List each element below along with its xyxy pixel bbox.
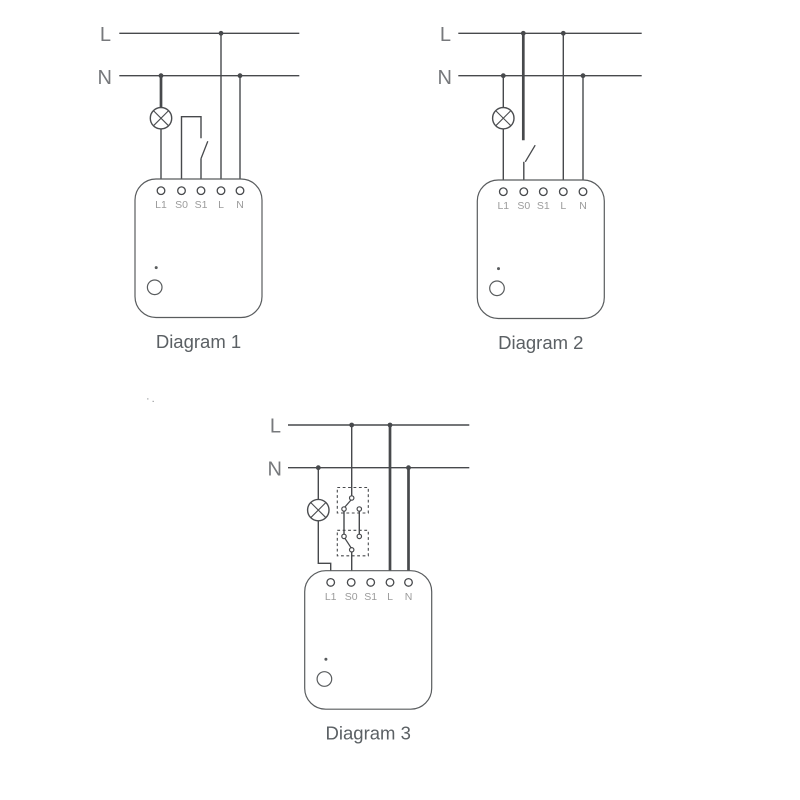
live-line-label: L xyxy=(270,416,281,438)
led-indicator xyxy=(324,657,328,661)
junction-dot xyxy=(560,30,566,36)
terminal-label: S0 xyxy=(517,200,530,212)
switch-contact xyxy=(348,546,355,553)
diagram-caption: Diagram 1 xyxy=(156,331,241,352)
relay-module xyxy=(304,570,433,710)
junction-dot xyxy=(387,422,393,428)
switch-contact xyxy=(348,495,355,501)
terminal-label: S0 xyxy=(175,199,188,211)
diagram-3: L N L1 S0 S1 L xyxy=(268,416,470,744)
switch-blade xyxy=(344,537,352,549)
terminal-s0 xyxy=(519,187,529,197)
diagram-caption: Diagram 3 xyxy=(326,723,411,744)
terminal-s0 xyxy=(346,577,356,587)
junction-dot xyxy=(406,465,411,471)
terminal-label: S1 xyxy=(364,591,377,603)
live-line-label: L xyxy=(440,24,451,46)
terminal-label: N xyxy=(405,591,413,603)
switch-contact xyxy=(356,533,363,540)
terminal-l xyxy=(216,186,226,196)
terminal-label: S0 xyxy=(345,591,358,603)
neutral-line-label: N xyxy=(268,458,282,480)
junction-dot xyxy=(349,422,355,428)
junction-dot xyxy=(237,73,243,79)
junction-dot xyxy=(520,30,526,36)
terminal-l1 xyxy=(498,187,508,197)
terminal-n xyxy=(578,187,588,197)
terminal-label: N xyxy=(579,200,587,212)
terminal-n xyxy=(235,186,245,196)
switch-blade xyxy=(200,141,209,159)
junction-dot xyxy=(500,73,506,79)
switch-contact xyxy=(341,506,347,512)
lamp-cross-icon xyxy=(310,502,327,519)
switch-contact xyxy=(341,533,347,540)
junction-dot xyxy=(218,30,224,36)
diagram-2: L N L1 S0 S1 L N Diagram 2 xyxy=(438,24,642,353)
terminal-label: L xyxy=(387,591,393,603)
terminal-s1 xyxy=(538,187,548,197)
neutral-line-label: N xyxy=(98,67,112,89)
two-way-switch-box-upper xyxy=(336,486,369,514)
junction-dot xyxy=(315,465,321,471)
live-line-label: L xyxy=(100,24,111,46)
terminal-l1 xyxy=(326,577,336,587)
lamp-cross-icon xyxy=(153,110,169,127)
terminal-s0 xyxy=(177,186,186,196)
led-indicator xyxy=(154,266,158,270)
diagram-caption: Diagram 2 xyxy=(498,332,583,353)
switch-contact xyxy=(356,506,363,512)
neutral-line-label: N xyxy=(438,67,452,89)
junction-dot xyxy=(158,73,164,79)
junction-dot xyxy=(580,73,586,79)
two-way-switch-box-lower xyxy=(336,529,369,557)
terminal-n xyxy=(404,577,413,587)
module-button xyxy=(146,279,163,296)
s0-switch-wire xyxy=(180,116,202,187)
terminal-label: L1 xyxy=(497,200,509,212)
stray-mark: ·. xyxy=(146,393,157,405)
terminal-label: L xyxy=(560,200,566,212)
terminal-l xyxy=(558,187,568,197)
led-indicator xyxy=(497,267,500,271)
module-button xyxy=(316,671,333,687)
lamp-cross-icon xyxy=(495,110,512,127)
lamp-to-l1-wire xyxy=(317,520,332,579)
terminal-label: S1 xyxy=(195,199,208,211)
terminal-l xyxy=(385,577,395,587)
terminal-l1 xyxy=(156,186,166,196)
terminal-s1 xyxy=(196,186,206,196)
terminal-label: S1 xyxy=(537,200,550,212)
switch-blade xyxy=(524,144,536,163)
relay-module xyxy=(476,179,605,320)
terminal-label: L1 xyxy=(325,591,337,603)
terminal-label: L xyxy=(218,199,224,211)
terminal-label: L1 xyxy=(155,199,167,211)
module-button xyxy=(489,280,505,297)
relay-module xyxy=(134,178,263,319)
switch-blade xyxy=(344,499,352,508)
terminal-label: N xyxy=(236,199,244,211)
terminal-s1 xyxy=(366,577,376,587)
diagram-1: L N L1 S0 S1 L N Diagram 1 xyxy=(98,24,300,352)
